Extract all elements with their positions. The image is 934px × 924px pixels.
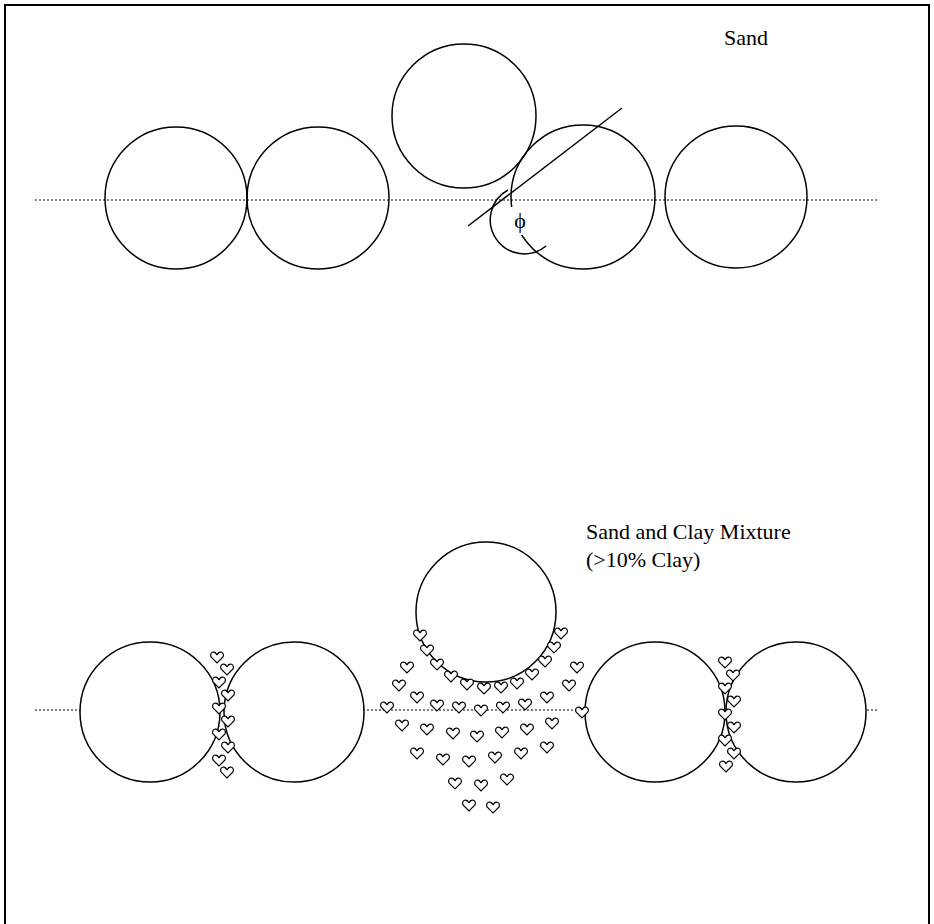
clay-particles [211,628,741,813]
sand-grains [80,542,866,782]
angle-symbol: ϕ [508,207,532,235]
tangent-line [468,108,622,226]
sand-grains [105,44,807,269]
axis-line [35,200,878,201]
material-label: Sand [724,24,844,52]
material-label: Sand and Clay Mixture (>10% Clay) [586,518,826,574]
frame [5,5,929,924]
angle-arc [490,190,546,254]
